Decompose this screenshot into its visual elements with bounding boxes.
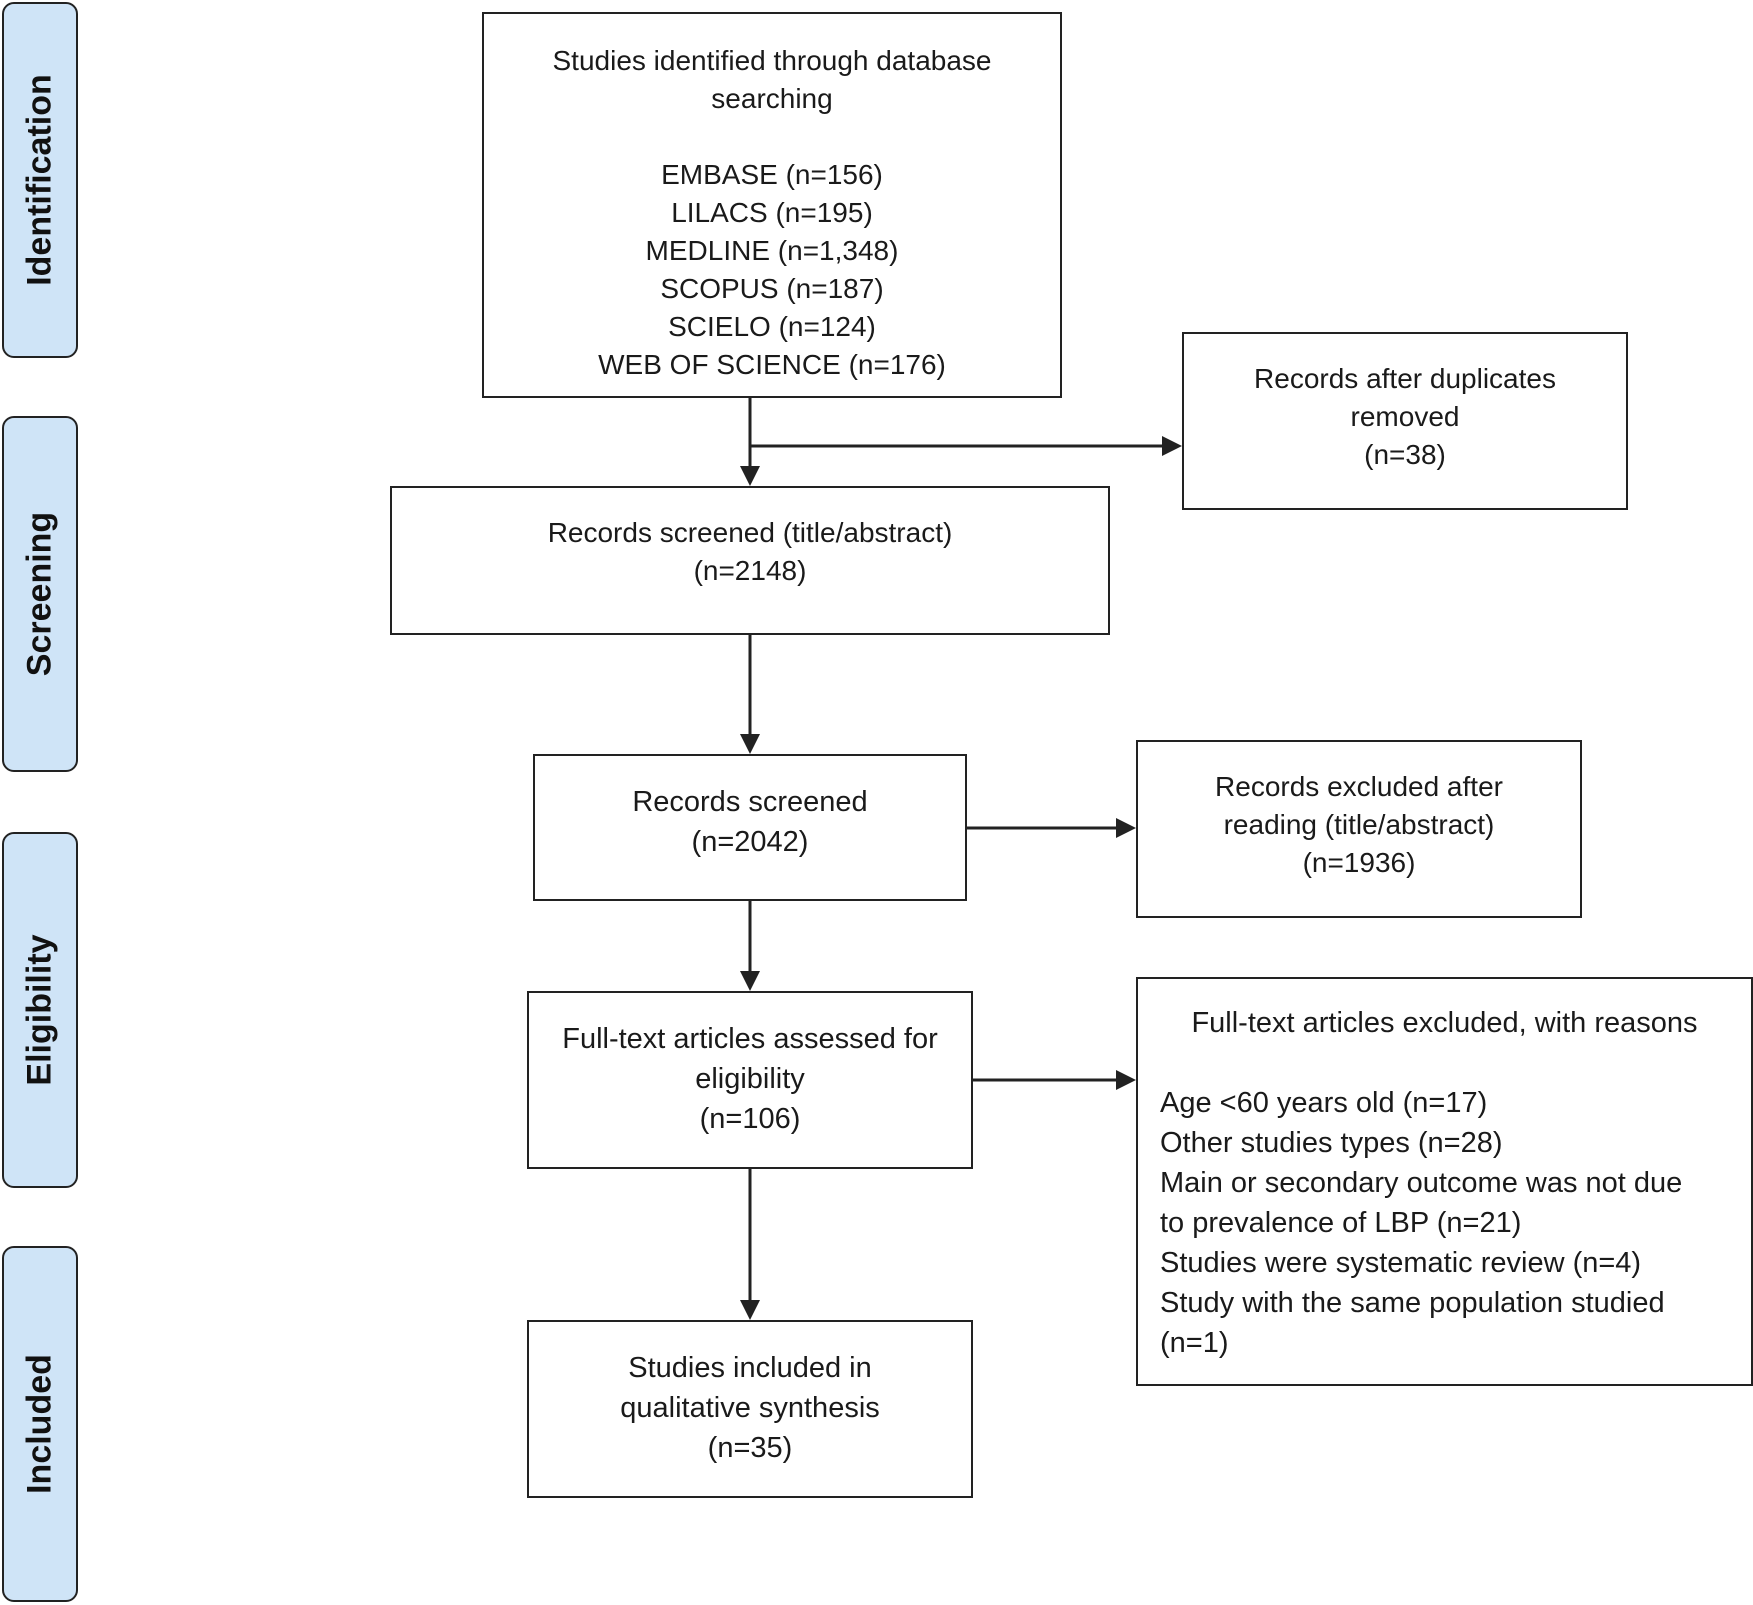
reason-same-population-line2: (n=1) (1160, 1327, 1229, 1359)
fulltext-excluded-box: Full-text articles excluded, with reason… (1136, 977, 1753, 1386)
identification-title-line1: Studies identified through database (552, 45, 992, 76)
duplicates-count: (n=38) (1364, 439, 1446, 470)
phase-identification: Identification (2, 2, 78, 358)
fulltext-assessed-line2: eligibility (695, 1063, 805, 1095)
arrowhead-right-duplicates (1162, 436, 1182, 456)
screened-title-line1: Records screened (title/abstract) (547, 517, 953, 548)
arrowhead-down-fulltext (740, 971, 760, 991)
records-screened-title-abstract-box: Records screened (title/abstract) (n=214… (390, 486, 1110, 635)
database-embase: EMBASE (n=156) (661, 159, 883, 190)
fulltext-excluded-title: Full-text articles excluded, with reason… (1191, 1007, 1698, 1039)
duplicates-removed-box: Records after duplicates removed (n=38) (1182, 332, 1628, 510)
records-screened-box: Records screened (n=2042) (533, 754, 967, 901)
identification-title-line2: searching (711, 83, 833, 114)
arrowhead-right-excluded-reading (1116, 818, 1136, 838)
database-scopus: SCOPUS (n=187) (660, 273, 884, 304)
database-lilacs: LILACS (n=195) (671, 197, 873, 228)
screened-count: (n=2042) (691, 826, 809, 858)
records-excluded-reading-box: Records excluded after reading (title/ab… (1136, 740, 1582, 918)
included-line2: qualitative synthesis (620, 1392, 880, 1424)
reason-age: Age <60 years old (n=17) (1160, 1087, 1488, 1119)
included-line1: Studies included in (628, 1352, 872, 1384)
reason-same-population-line1: Study with the same population studied (1160, 1287, 1665, 1319)
fulltext-assessed-box: Full-text articles assessed for eligibil… (527, 991, 973, 1169)
reason-systematic-review: Studies were systematic review (n=4) (1160, 1247, 1642, 1279)
reason-outcome-line2: to prevalence of LBP (n=21) (1160, 1207, 1522, 1239)
arrowhead-down-screening (740, 466, 760, 486)
duplicates-line1: Records after duplicates (1254, 363, 1556, 394)
database-scielo: SCIELO (n=124) (668, 311, 876, 342)
phase-screening: Screening (2, 416, 78, 772)
excluded-reading-line1: Records excluded after (1215, 771, 1503, 802)
phase-included: Included (2, 1246, 78, 1602)
arrowhead-right-fulltext-excluded (1116, 1070, 1136, 1090)
identification-box: Studies identified through database sear… (482, 12, 1062, 398)
database-medline: MEDLINE (n=1,348) (645, 235, 899, 266)
fulltext-assessed-line1: Full-text articles assessed for (562, 1023, 938, 1055)
excluded-reading-count: (n=1936) (1302, 847, 1416, 878)
phase-eligibility: Eligibility (2, 832, 78, 1188)
arrowhead-down-included (740, 1300, 760, 1320)
reason-outcome-line1: Main or secondary outcome was not due (1160, 1167, 1683, 1199)
studies-included-box: Studies included in qualitative synthesi… (527, 1320, 973, 1498)
included-count: (n=35) (707, 1432, 793, 1464)
database-web-of-science: WEB OF SCIENCE (n=176) (598, 349, 946, 380)
screened-line1: Records screened (632, 786, 868, 818)
duplicates-line2: removed (1350, 401, 1460, 432)
excluded-reading-line2: reading (title/abstract) (1223, 809, 1495, 840)
reason-study-types: Other studies types (n=28) (1160, 1127, 1503, 1159)
screened-title-count: (n=2148) (693, 555, 807, 586)
arrowhead-down-screened (740, 734, 760, 754)
fulltext-assessed-count: (n=106) (699, 1103, 801, 1135)
